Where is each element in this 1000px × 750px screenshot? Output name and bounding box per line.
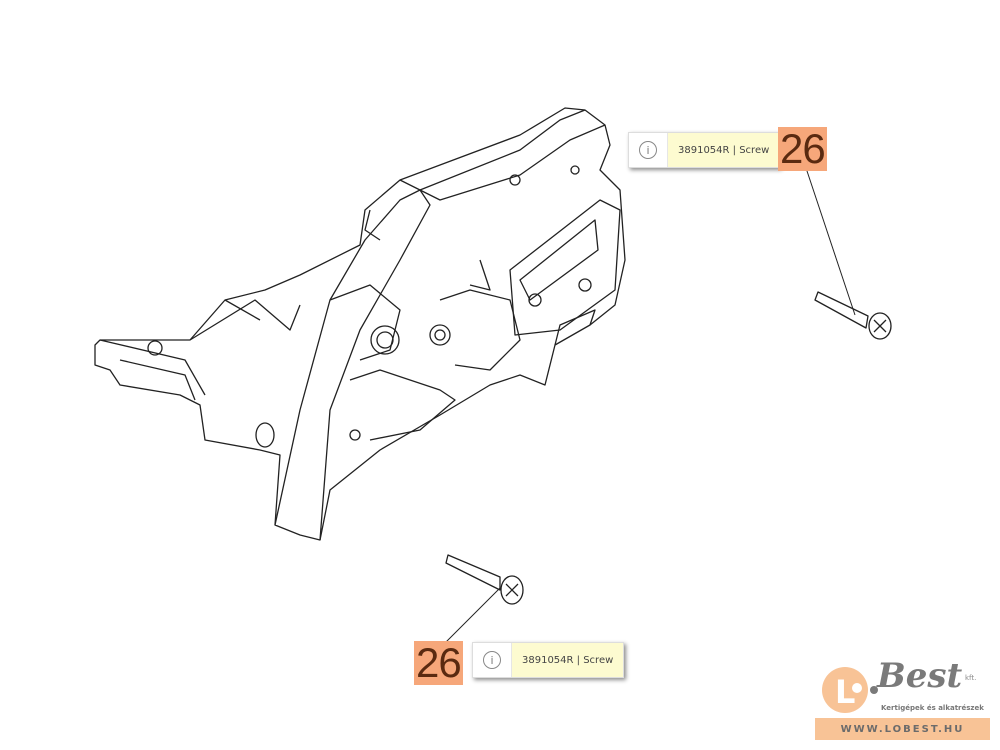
part-tooltip-bottom[interactable]: i 3891054R | Screw xyxy=(472,642,625,678)
logo-dot xyxy=(852,683,862,693)
logo-mark-letter: L xyxy=(835,673,855,711)
callout-number-bottom[interactable]: 26 xyxy=(414,639,463,686)
lobest-logo: Best kft. Kertigépek és alkatrészek WWW.… xyxy=(815,656,990,745)
logo-url: WWW.LOBEST.HU xyxy=(815,718,990,740)
logo-brand: Best xyxy=(877,656,963,696)
screw-bottom xyxy=(444,554,524,644)
info-icon[interactable]: i xyxy=(629,133,668,167)
tooltip-text: 3891054R | Screw xyxy=(668,133,780,167)
tooltip-text: 3891054R | Screw xyxy=(512,643,624,677)
logo-tagline: Kertigépek és alkatrészek xyxy=(881,704,984,712)
logo-mark xyxy=(822,667,868,713)
screw-top-right xyxy=(805,167,892,340)
part-tooltip-top[interactable]: i 3891054R | Screw xyxy=(628,132,781,168)
callout-number-top[interactable]: 26 xyxy=(778,125,827,172)
info-icon[interactable]: i xyxy=(473,643,512,677)
logo-separator-dot xyxy=(870,686,878,694)
crankcase-housing xyxy=(94,107,626,541)
logo-suffix: kft. xyxy=(965,674,977,682)
